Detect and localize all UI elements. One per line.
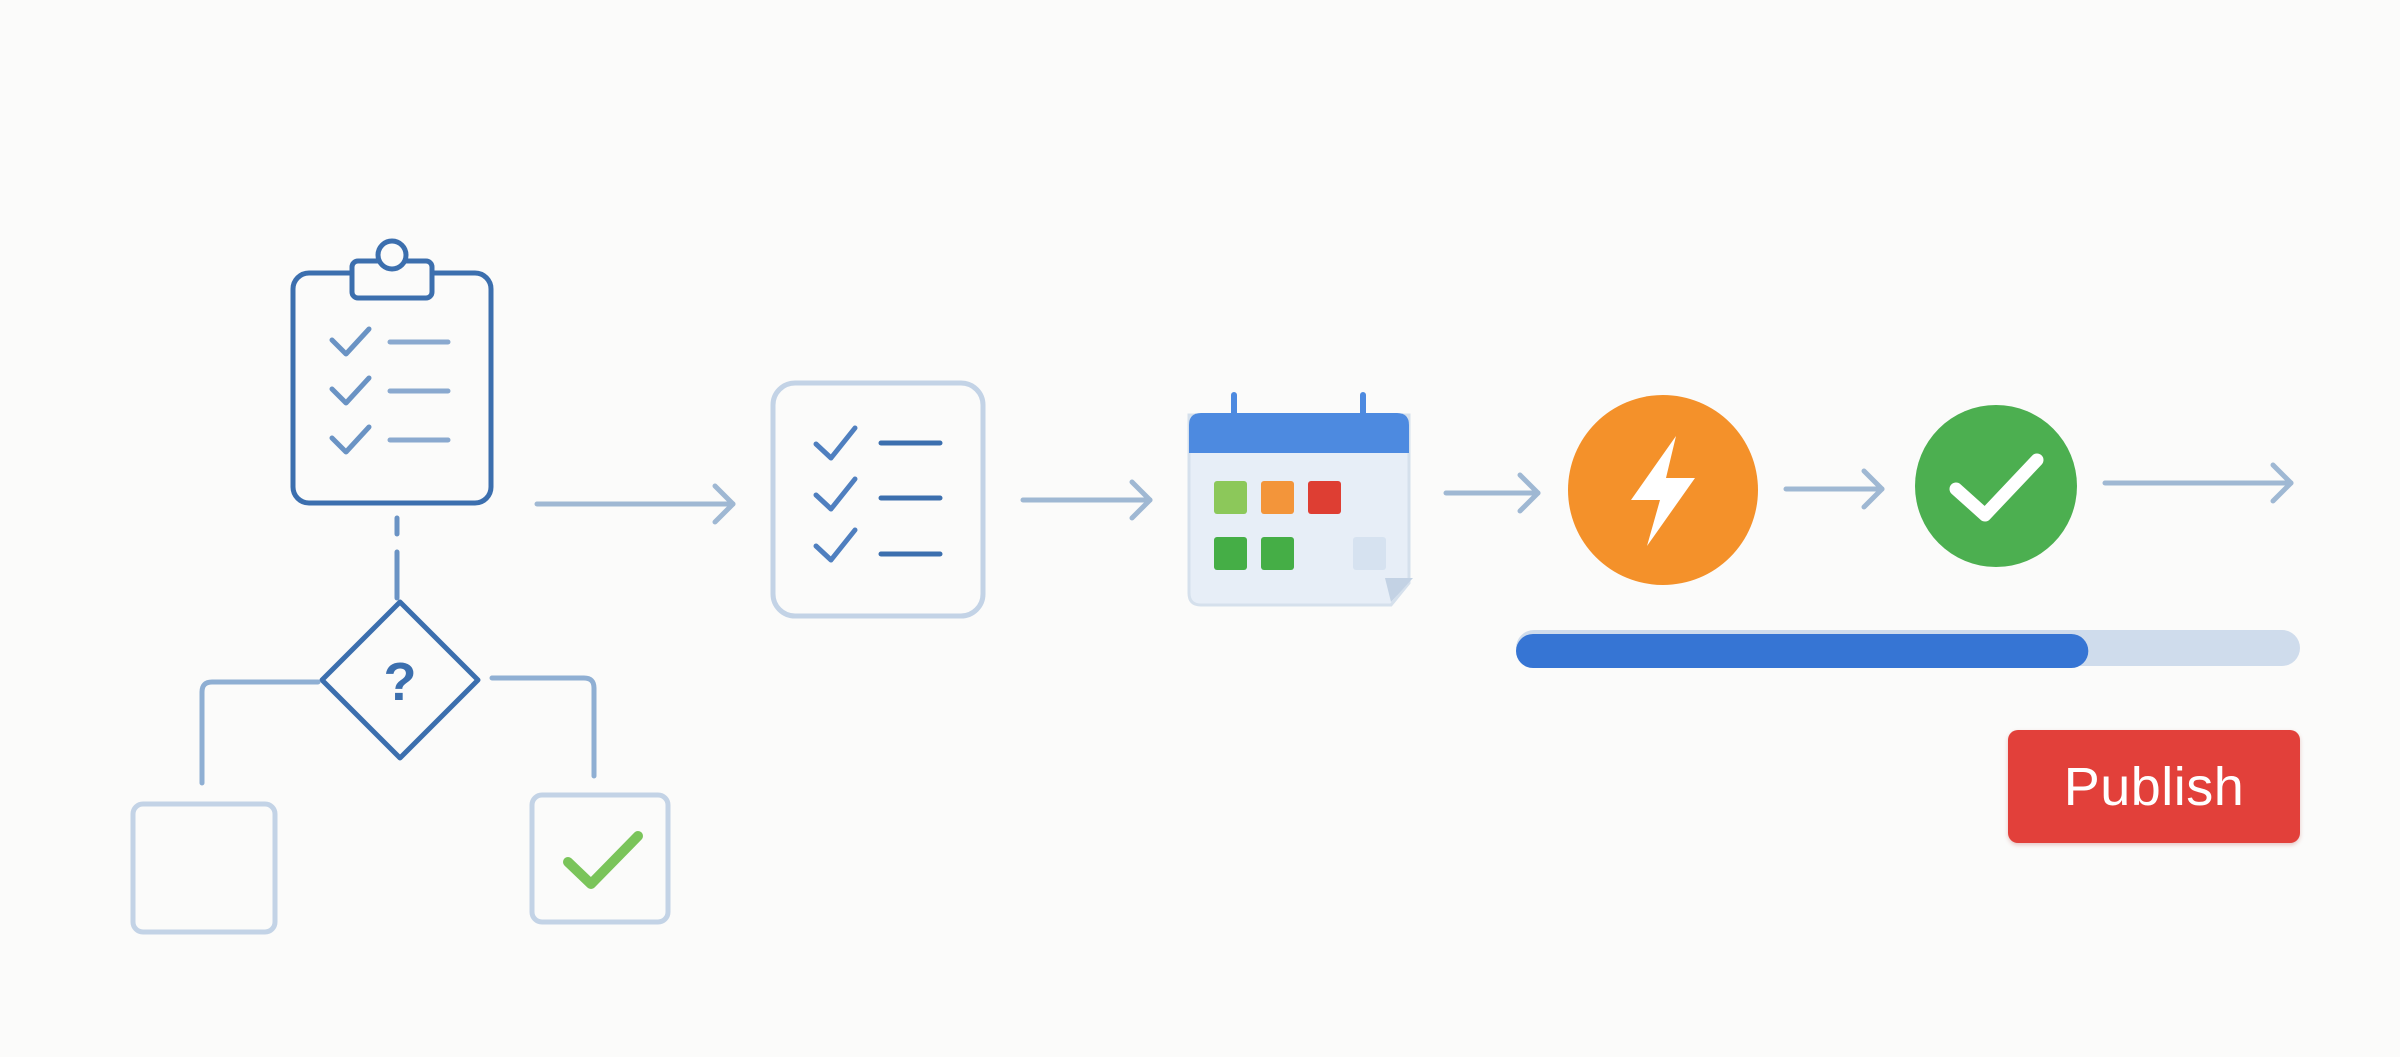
arrow-right-icon [1443, 472, 1541, 514]
calendar-cell [1261, 481, 1294, 514]
calendar-icon [1187, 392, 1413, 607]
outcome-box-empty [130, 801, 278, 935]
question-diamond-icon: ? [319, 599, 481, 761]
decision-question-mark: ? [384, 652, 417, 712]
clipboard-checklist-icon [290, 238, 494, 506]
arrow-right-icon [1783, 468, 1885, 510]
decision-branches [199, 675, 597, 786]
calendar-cell [1214, 481, 1247, 514]
lightning-icon [1568, 395, 1758, 585]
success-check-circle [1915, 405, 2077, 567]
progress-fill [1516, 634, 2089, 668]
checkmark-icon [563, 831, 643, 889]
publish-button-label: Publish [2063, 756, 2245, 817]
progress-bar [1516, 630, 2300, 668]
outcome-box-approved [529, 792, 671, 925]
checklist-card-icon [770, 380, 986, 619]
calendar-cell [1353, 537, 1386, 570]
arrow-right-icon [2102, 462, 2294, 504]
publish-button[interactable]: Publish [2008, 730, 2300, 843]
checkmark-icon [1949, 453, 2044, 522]
arrow-right-icon [534, 483, 736, 525]
calendar-cell [1214, 537, 1247, 570]
arrow-right-icon [1020, 479, 1153, 521]
calendar-cell [1308, 481, 1341, 514]
calendar-cell [1261, 537, 1294, 570]
